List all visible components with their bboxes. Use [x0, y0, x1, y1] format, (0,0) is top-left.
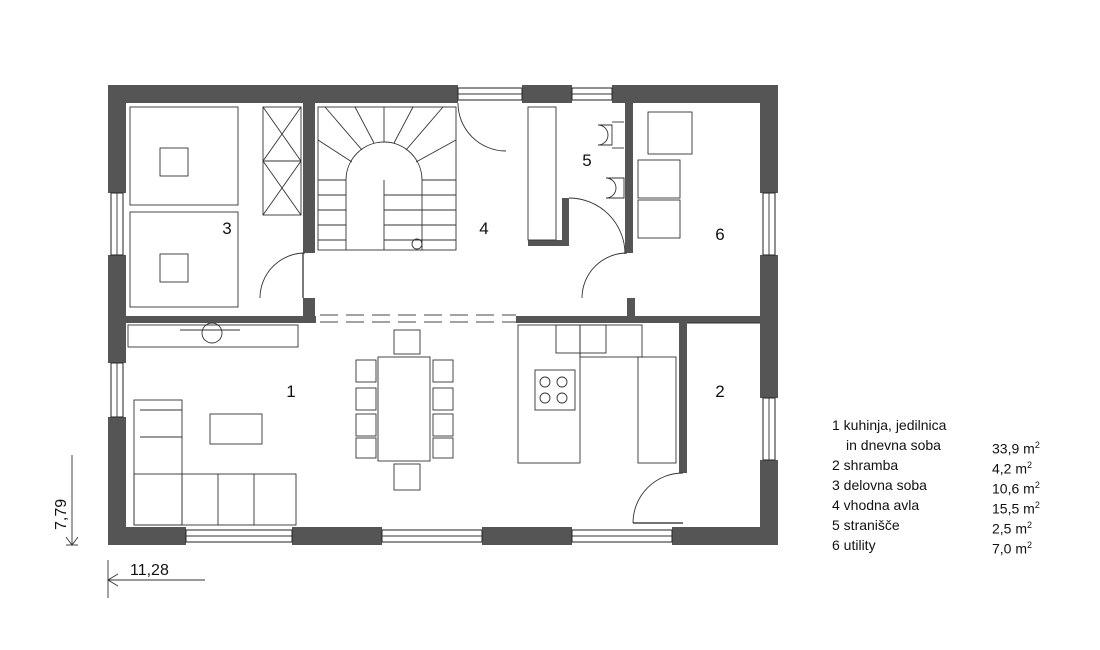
office-furniture [129, 106, 302, 308]
legend-area: 7,0 m2 [992, 540, 1033, 557]
room-number-5: 5 [582, 151, 591, 170]
wc-fixtures [527, 106, 625, 241]
legend-area: 2,5 m2 [992, 520, 1033, 537]
utility-fixtures [637, 111, 693, 239]
room-number-6: 6 [715, 225, 724, 244]
legend-area: 4,2 m2 [992, 460, 1033, 477]
width-dimension: 11,28 [107, 560, 205, 598]
height-label: 7,79 [53, 499, 70, 530]
legend-room-name: 1 kuhinja, jedilnica [832, 417, 947, 433]
legend-room-name: 5 stranišče [832, 517, 900, 533]
legend-room-name: 6 utility [832, 537, 876, 553]
legend-room-name: 4 vhodna avla [832, 497, 920, 513]
legend-room-name: in dnevna soba [846, 437, 941, 453]
legend-area: 10,6 m2 [992, 480, 1040, 497]
doors [259, 102, 684, 524]
outer-walls [108, 85, 778, 545]
room-number-4: 4 [479, 219, 488, 238]
legend-area: 33,9 m2 [992, 440, 1040, 457]
windows [110, 87, 776, 543]
interior-walls [126, 103, 760, 473]
living-furniture [127, 322, 677, 526]
staircase [317, 106, 457, 251]
room-number-3: 3 [222, 219, 231, 238]
legend-room-name: 3 delovna soba [832, 477, 927, 493]
width-label: 11,28 [130, 562, 169, 579]
legend-room-name: 2 shramba [832, 457, 899, 473]
room-number-1: 1 [286, 382, 295, 401]
room-number-2: 2 [715, 382, 724, 401]
legend-area: 15,5 m2 [992, 500, 1040, 517]
height-dimension: 7,79 [53, 455, 79, 546]
